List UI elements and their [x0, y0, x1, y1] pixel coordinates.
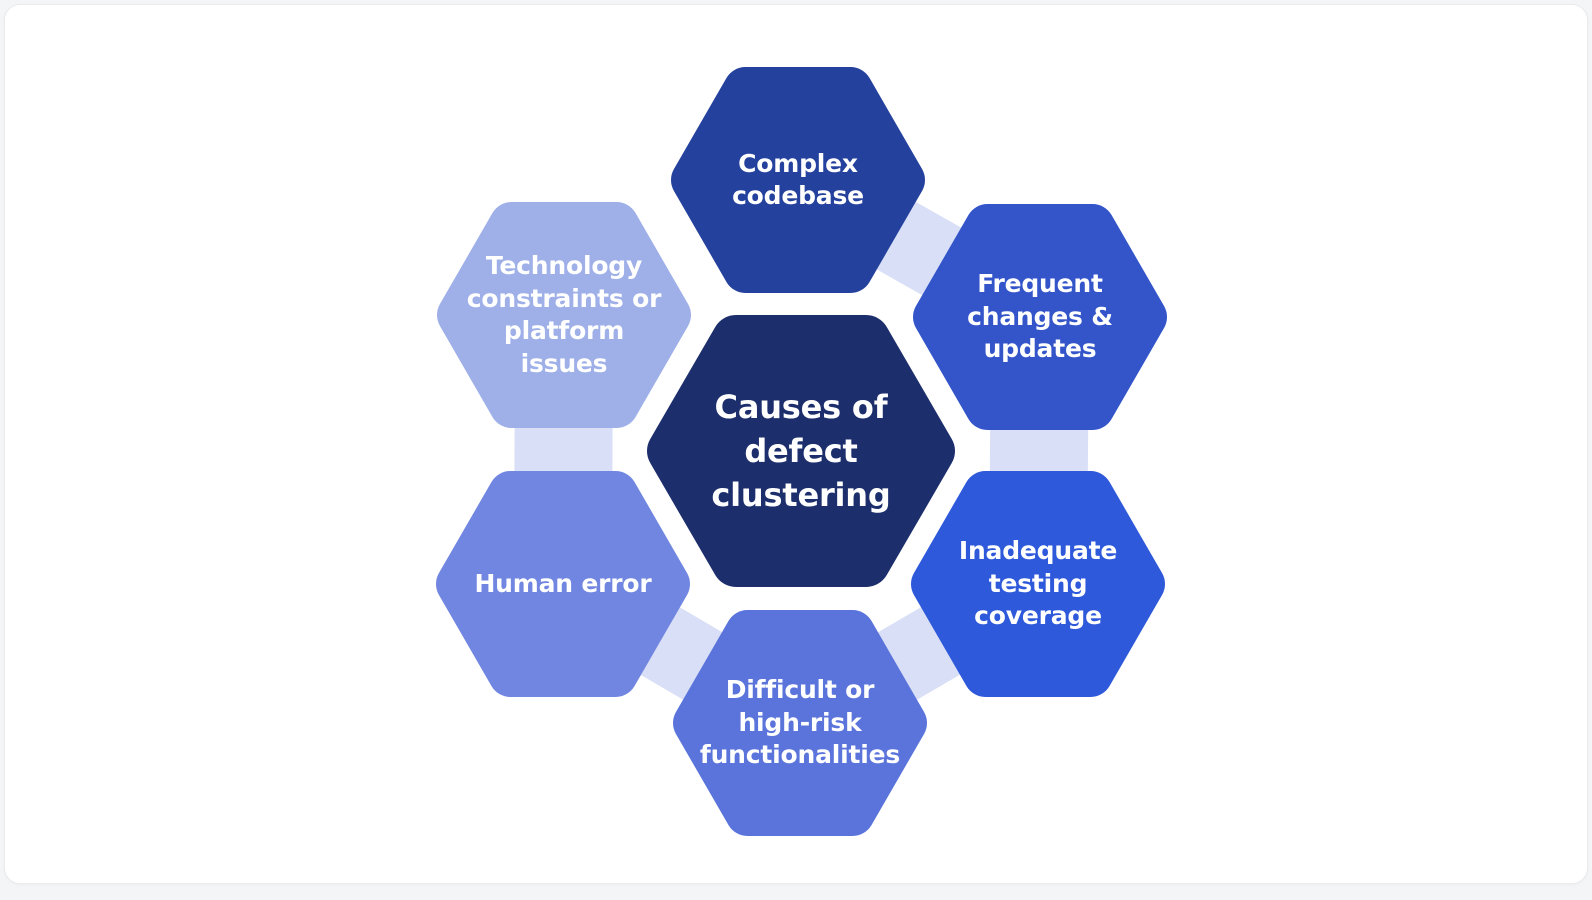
hexagon-shape — [673, 610, 927, 836]
node-label-technology-constraints: Technology constraints or platform issue… — [466, 251, 662, 378]
hexagon-shape — [911, 471, 1165, 697]
node-label-frequent-changes: Frequent changes & updates — [967, 269, 1113, 364]
hex-node-difficult-high-risk: Difficult or high-risk functionalities — [673, 610, 927, 836]
hex-node-technology-constraints: Technology constraints or platform issue… — [437, 202, 691, 428]
hexagon-shape — [913, 204, 1167, 430]
diagram-title: Causes of defect clustering — [711, 387, 891, 515]
hex-node-inadequate-testing: Inadequate testing coverage — [911, 471, 1165, 697]
hexagon-diagram: Complex codebase Frequent changes & upda… — [5, 5, 1587, 883]
hex-node-complex-codebase: Complex codebase — [671, 67, 925, 293]
hexagon-shape — [647, 315, 955, 587]
hexagon-shape — [671, 67, 925, 293]
diagram-card: Complex codebase Frequent changes & upda… — [4, 4, 1588, 884]
node-label-difficult-high-risk: Difficult or high-risk functionalities — [699, 675, 901, 770]
hex-node-center-title: Causes of defect clustering — [647, 315, 955, 587]
hex-node-human-error: Human error — [436, 471, 690, 697]
hexagon-shape — [436, 471, 690, 697]
hexagon-shape — [437, 202, 691, 428]
node-label-human-error: Human error — [474, 568, 652, 598]
node-label-complex-codebase: Complex codebase — [732, 148, 864, 211]
node-label-inadequate-testing: Inadequate testing coverage — [958, 536, 1118, 631]
hex-node-frequent-changes: Frequent changes & updates — [913, 204, 1167, 430]
